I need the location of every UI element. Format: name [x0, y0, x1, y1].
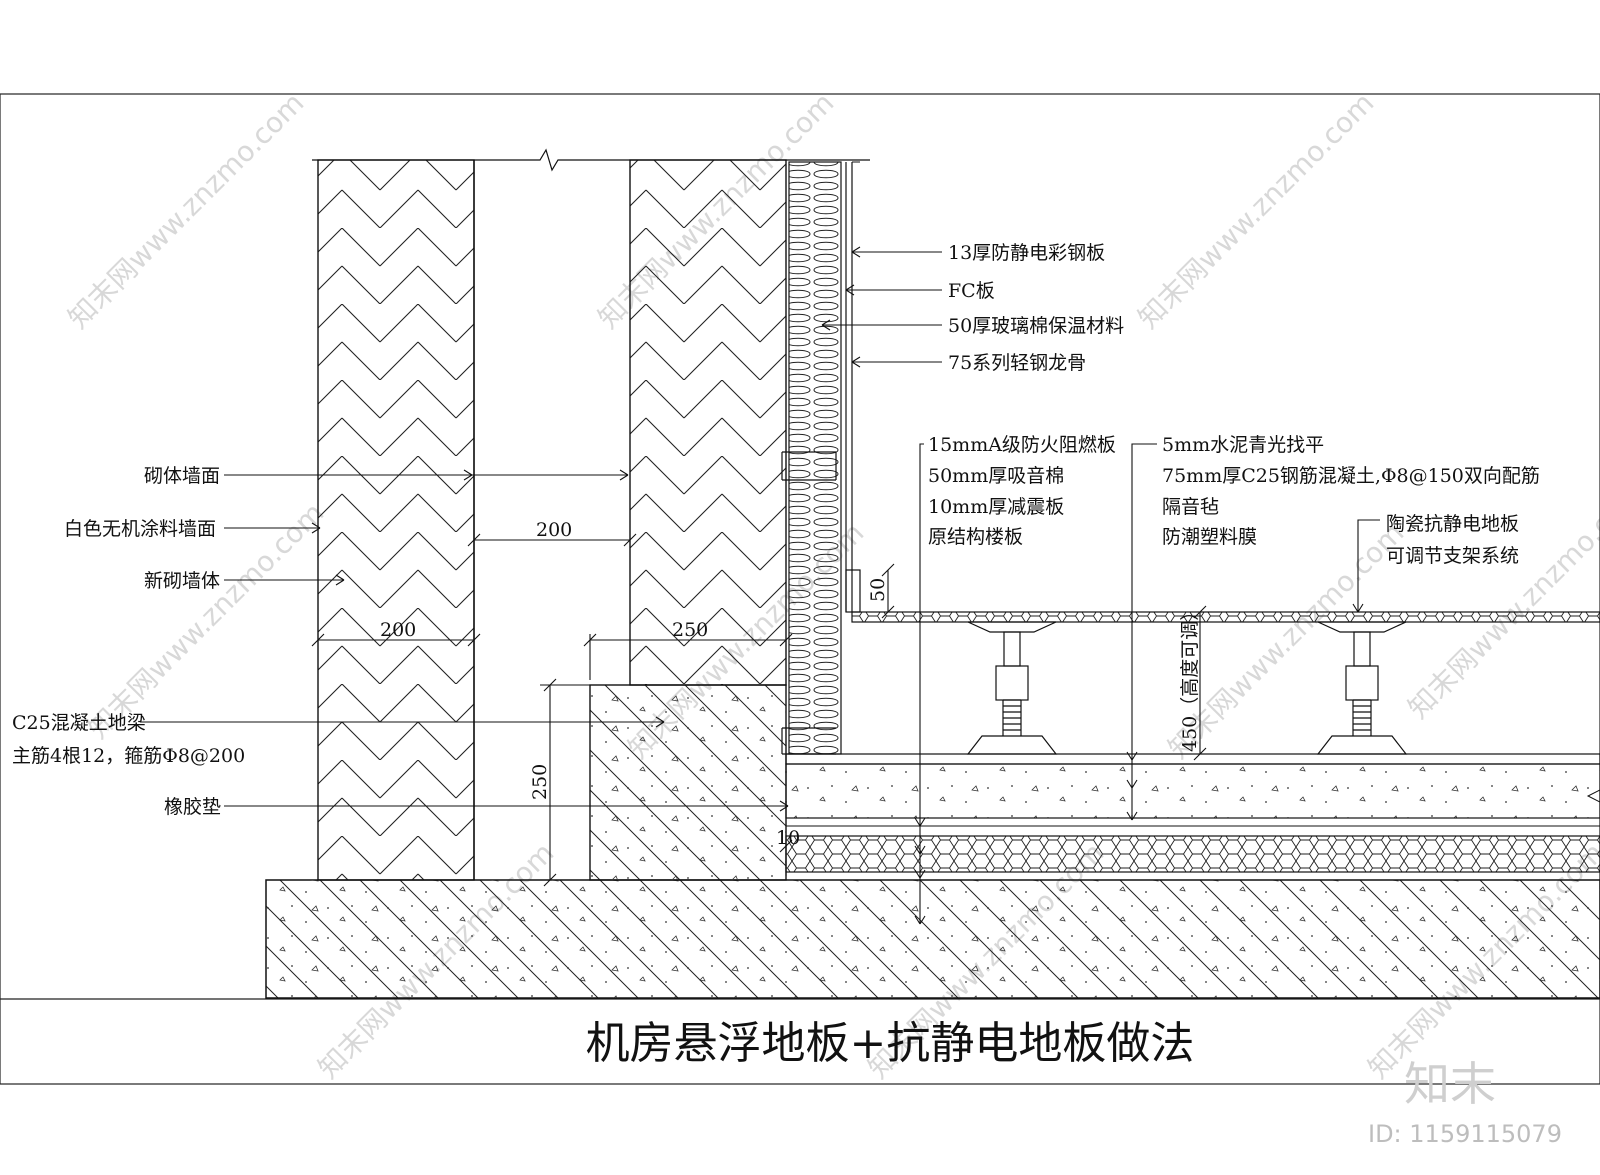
- pedestal-nut: [995, 665, 1029, 701]
- dim-floor-height: 450（高度可调）: [1179, 602, 1201, 752]
- pedestal-nut: [1345, 665, 1379, 701]
- pedestal-group: [966, 621, 1408, 755]
- fire-board-layer: [785, 825, 1600, 837]
- label-new-wall: 新砌墙体: [144, 570, 220, 592]
- dim-skirting: 50: [867, 578, 889, 602]
- new-wall: [629, 159, 787, 686]
- watermark-text: 知末网www.znzmo.com: [62, 86, 311, 335]
- sound-cotton-layer: [785, 835, 1600, 873]
- dim-beam-width: 250: [672, 619, 708, 641]
- label-masonry-surface: 砌体墙面: [144, 465, 220, 487]
- label-fire-board: 15mmA级防火阻燃板: [928, 434, 1116, 456]
- image-id: ID: 1159115079: [1368, 1120, 1562, 1148]
- floor-break: [1586, 789, 1600, 803]
- label-rubber-pad: 橡胶垫: [164, 796, 221, 818]
- dimension-lines: [311, 533, 1207, 887]
- keel-clip: [781, 451, 837, 481]
- pedestal-head: [1317, 621, 1407, 633]
- felt-layer: [785, 817, 1600, 827]
- drawing-title: 机房悬浮地板+抗静电地板做法: [586, 1018, 1195, 1069]
- label-concrete: 75mm厚C25钢筋混凝土,Φ8@150双向配筋: [1162, 465, 1540, 487]
- label-sound-cotton: 50mm厚吸音棉: [928, 465, 1064, 487]
- brand-logo: 知末: [1404, 1057, 1496, 1111]
- pedestal-base: [1316, 735, 1408, 755]
- pedestal-stem: [1003, 631, 1021, 667]
- label-cement: 5mm水泥青光找平: [1162, 434, 1324, 456]
- watermark-text: 知末网www.znzmo.com: [1132, 86, 1381, 335]
- pedestal-head: [967, 621, 1057, 633]
- damping-layer: [785, 871, 1600, 881]
- pedestal-stem: [1353, 631, 1371, 667]
- skirting-trim: [845, 569, 861, 613]
- label-damping-board: 10mm厚减震板: [928, 496, 1064, 518]
- leader-lines: [140, 246, 1380, 925]
- label-white-paint: 白色无机涂料墙面: [64, 518, 216, 540]
- label-felt: 隔音毡: [1162, 496, 1219, 518]
- dim-pad: 10: [776, 827, 800, 849]
- label-glass-wool: 50厚玻璃棉保温材料: [948, 315, 1124, 337]
- pedestal-thread: [1352, 699, 1372, 736]
- label-membrane: 防潮塑料膜: [1162, 526, 1257, 548]
- label-slab: 原结构楼板: [928, 526, 1023, 548]
- dim-beam-height: 250: [529, 764, 551, 800]
- label-steel-board: 13厚防静电彩钢板: [948, 242, 1105, 264]
- pedestal-thread: [1002, 699, 1022, 736]
- label-keel: 75系列轻钢龙骨: [948, 352, 1086, 374]
- frame: [0, 93, 1600, 1085]
- ground-slab-aggregate: [266, 880, 1600, 998]
- label-beam-line2: 主筋4根12，箍筋Φ8@200: [12, 745, 245, 767]
- dim-wall-width: 200: [380, 619, 416, 641]
- concrete-topping: [785, 763, 1600, 819]
- existing-wall: [317, 159, 475, 881]
- raised-floor-panel: [851, 611, 1600, 623]
- label-support: 可调节支架系统: [1386, 545, 1519, 567]
- pedestal-base: [966, 735, 1058, 755]
- concrete-beam-aggregate: [590, 685, 786, 880]
- label-ceramic: 陶瓷抗静电地板: [1386, 513, 1519, 535]
- dim-wall-gap: 200: [536, 519, 572, 541]
- label-beam-line1: C25混凝土地梁: [12, 712, 146, 734]
- label-fc-board: FC板: [948, 280, 995, 302]
- glass-wool-layer: [788, 161, 842, 755]
- break-line: [312, 148, 630, 172]
